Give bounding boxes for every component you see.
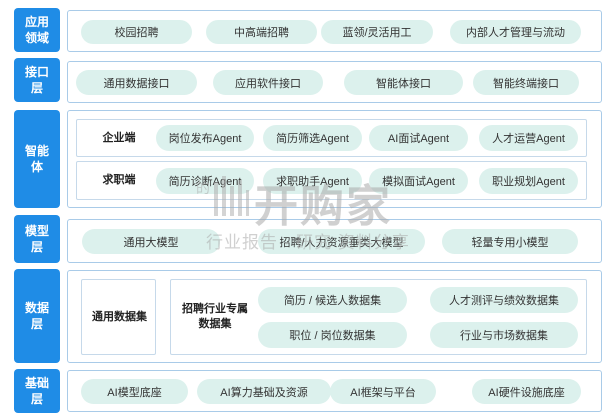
watermark-logo-icon: [214, 176, 249, 216]
agent-layer: 企业端 岗位发布Agent 简历筛选Agent AI面试Agent 人才运营Ag…: [67, 110, 602, 208]
model-item: 通用大模型: [82, 229, 220, 254]
layer-label-data: 数据层: [14, 269, 60, 363]
model-item: 招聘/人力资源垂类大模型: [258, 229, 425, 254]
agent-item: 模拟面试Agent: [369, 168, 468, 194]
enterprise-title: 企业端: [102, 131, 136, 144]
foundation-item: AI框架与平台: [330, 379, 436, 404]
agent-item: 职业规划Agent: [479, 168, 578, 194]
layer-label-model: 模型层: [14, 215, 60, 263]
general-dataset-box: 通用数据集: [81, 279, 156, 355]
interface-layer: 通用数据接口 应用软件接口 智能体接口 智能终端接口: [67, 61, 602, 103]
exclusive-dataset-title: 招聘行业专属数据集: [182, 303, 248, 330]
general-dataset-title: 通用数据集: [92, 310, 147, 323]
layer-label-agent: 智能体: [14, 110, 60, 208]
agent-item: 人才运营Agent: [479, 125, 578, 151]
foundation-item: AI硬件设施底座: [472, 379, 581, 404]
interface-item: 应用软件接口: [213, 70, 323, 95]
exclusive-dataset-box: 招聘行业专属数据集 简历 / 候选人数据集 人才测评与绩效数据集 职位 / 岗位…: [170, 279, 587, 355]
data-layer: 通用数据集 招聘行业专属数据集 简历 / 候选人数据集 人才测评与绩效数据集 职…: [67, 270, 602, 363]
application-item: 蓝领/灵活用工: [321, 20, 433, 44]
layer-label-foundation: 基础层: [14, 369, 60, 413]
application-item: 校园招聘: [81, 20, 192, 44]
layer-label-application: 应用领域: [14, 8, 60, 52]
foundation-item: AI算力基础及资源: [197, 379, 331, 404]
dataset-item: 人才测评与绩效数据集: [430, 287, 578, 313]
application-item: 中高端招聘: [206, 20, 317, 44]
foundation-layer: AI模型底座 AI算力基础及资源 AI框架与平台 AI硬件设施底座: [67, 370, 602, 412]
application-item: 内部人才管理与流动: [450, 20, 581, 44]
agent-item: 岗位发布Agent: [156, 125, 254, 151]
interface-item: 智能终端接口: [473, 70, 579, 95]
agent-item: 简历筛选Agent: [263, 125, 362, 151]
application-layer: 校园招聘 中高端招聘 蓝领/灵活用工 内部人才管理与流动: [67, 10, 602, 52]
dataset-item: 职位 / 岗位数据集: [258, 322, 407, 348]
agent-item: AI面试Agent: [369, 125, 468, 151]
dataset-item: 行业与市场数据集: [430, 322, 578, 348]
jobseeker-title: 求职端: [102, 174, 136, 186]
interface-item: 智能体接口: [344, 70, 463, 95]
interface-item: 通用数据接口: [76, 70, 197, 95]
model-layer: 通用大模型 招聘/人力资源垂类大模型 轻量专用小模型: [67, 219, 602, 263]
layer-label-interface: 接口层: [14, 58, 60, 102]
foundation-item: AI模型底座: [81, 379, 188, 404]
agent-item: 求职助手Agent: [263, 168, 362, 194]
model-item: 轻量专用小模型: [442, 229, 578, 254]
jobseeker-row: 求职端 简历诊断Agent 求职助手Agent 模拟面试Agent 职业规划Ag…: [76, 161, 587, 200]
enterprise-row: 企业端 岗位发布Agent 简历筛选Agent AI面试Agent 人才运营Ag…: [76, 119, 587, 157]
dataset-item: 简历 / 候选人数据集: [258, 287, 407, 313]
